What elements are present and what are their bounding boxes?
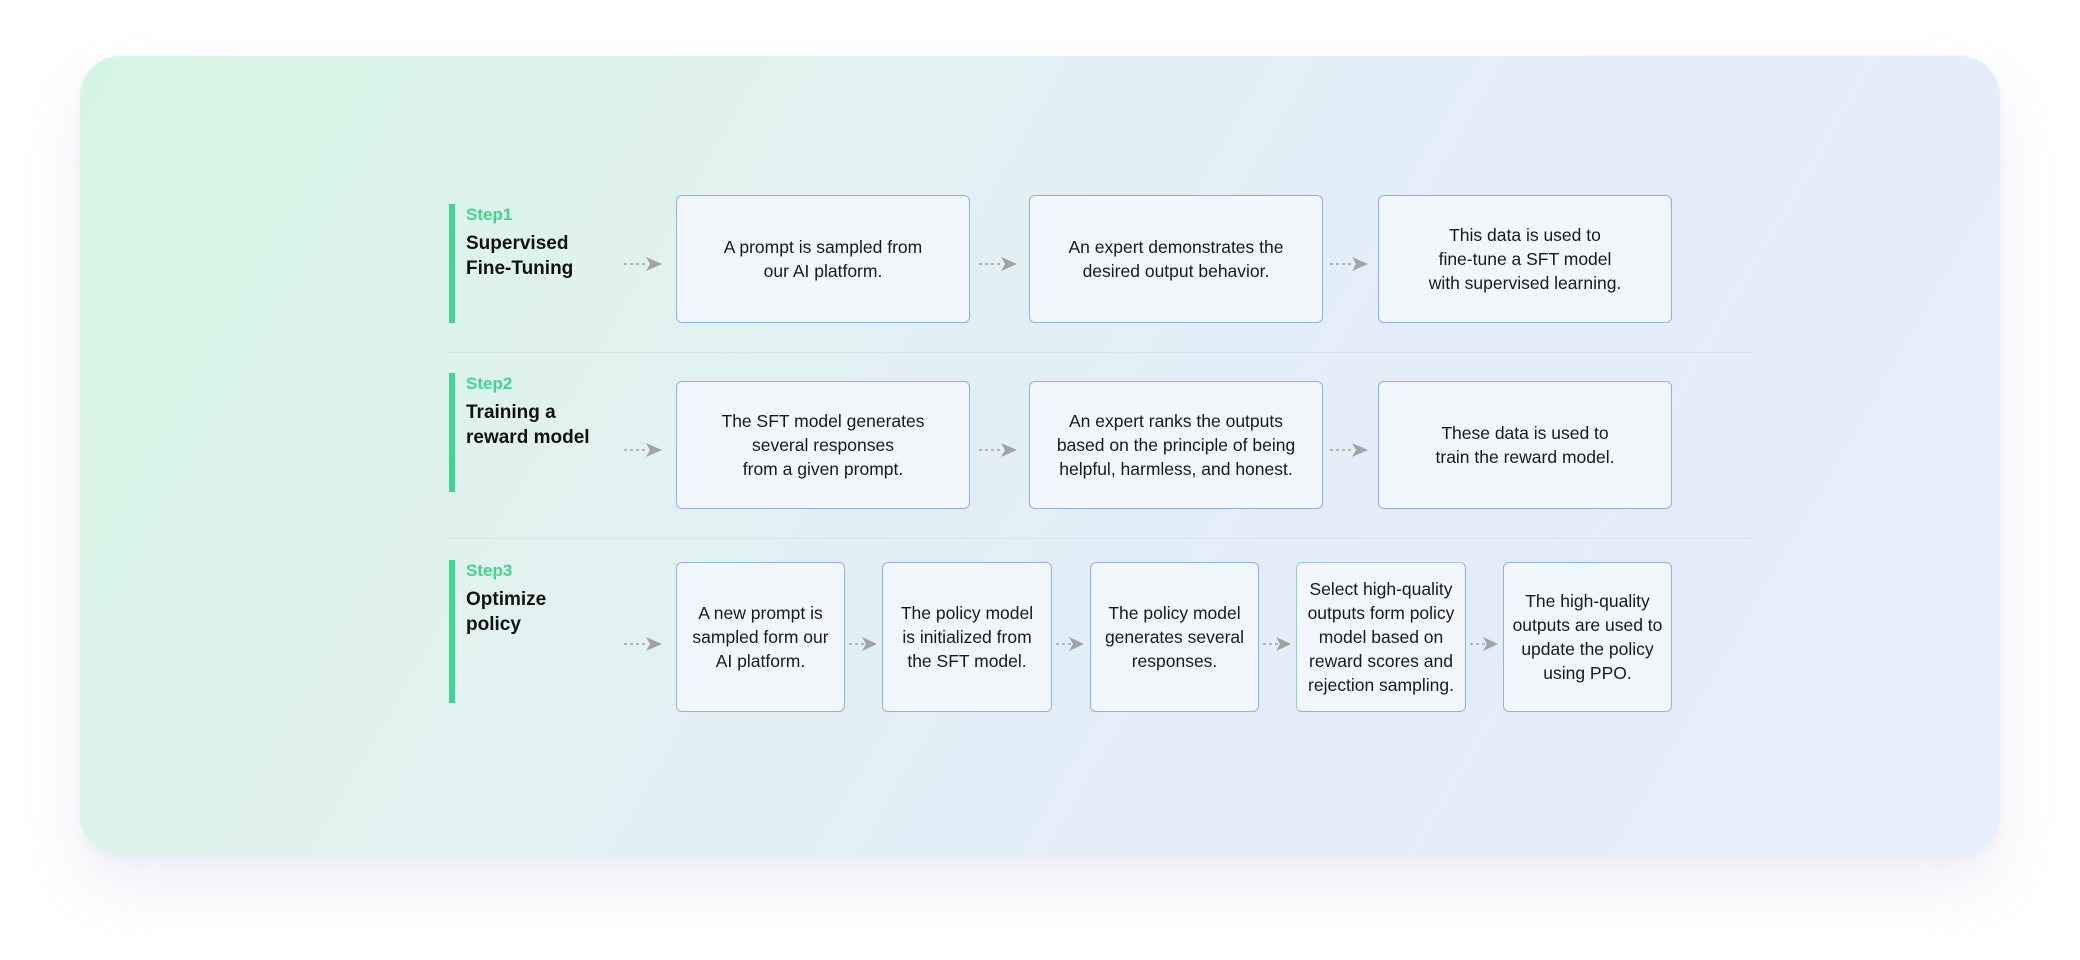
arrow-icon	[849, 637, 877, 651]
arrow-icon	[1330, 257, 1368, 271]
arrow-icon	[1330, 443, 1368, 457]
arrow-icon	[1263, 637, 1291, 651]
step3-box-4: Select high-quality outputs form policy …	[1296, 562, 1466, 712]
arrow-icon	[624, 637, 662, 651]
arrow-icon	[624, 443, 662, 457]
arrow-icon	[1056, 637, 1084, 651]
step3-box-1: A new prompt is sampled form our AI plat…	[676, 562, 845, 712]
step3-box-2: The policy model is initialized from the…	[882, 562, 1052, 712]
arrow-icon	[979, 443, 1017, 457]
step3-box-5: The high-quality outputs are used to upd…	[1503, 562, 1672, 712]
row-divider	[449, 538, 1751, 539]
step1-box-1: A prompt is sampled from our AI platform…	[676, 195, 970, 323]
row-divider	[449, 352, 1751, 353]
step2-box-3: These data is used to train the reward m…	[1378, 381, 1672, 509]
step2-box-1: The SFT model generates several response…	[676, 381, 970, 509]
step2-number: Step2	[466, 374, 513, 393]
step3-box-3: The policy model generates several respo…	[1090, 562, 1259, 712]
step1-box-3: This data is used to fine-tune a SFT mod…	[1378, 195, 1672, 323]
arrow-icon	[979, 257, 1017, 271]
arrow-icon	[1470, 637, 1498, 651]
step2-box-2: An expert ranks the outputs based on the…	[1029, 381, 1323, 509]
arrow-icon	[624, 257, 662, 271]
step3-number: Step3	[466, 561, 513, 580]
step1-number: Step1	[466, 205, 513, 224]
step1-box-2: An expert demonstrates the desired outpu…	[1029, 195, 1323, 323]
